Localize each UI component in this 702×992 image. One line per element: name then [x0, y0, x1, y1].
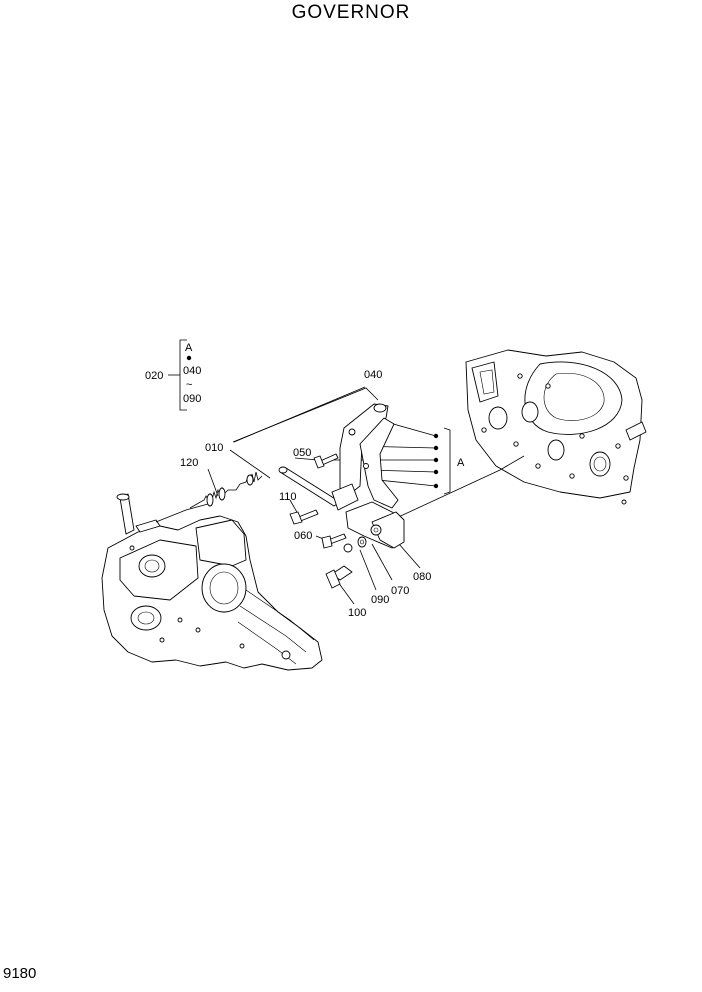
bracket-080 [345, 501, 405, 549]
bolt-110 [289, 509, 319, 525]
callout-110: 110 [279, 491, 297, 503]
bolt-060 [321, 533, 347, 549]
callout-070: 070 [391, 585, 409, 597]
engine-block [465, 349, 647, 505]
callout-120: 120 [180, 457, 198, 469]
page-number: 9180 [3, 965, 37, 982]
callout-060: 060 [294, 530, 312, 542]
legend-mid-label: 040 [183, 365, 201, 377]
leader-lines [155, 386, 525, 605]
callout-090: 090 [371, 594, 389, 606]
legend-bottom-label: 090 [183, 393, 201, 405]
legend-tilde: ~ [186, 379, 192, 391]
page-title: GOVERNOR [291, 2, 411, 23]
legend-ref-label: 020 [145, 370, 163, 382]
callout-010: 010 [205, 442, 223, 454]
group-a-dots [433, 433, 439, 489]
governor-lever-040 [331, 403, 399, 511]
callout-100: 100 [348, 607, 366, 619]
legend-top-label: A [185, 342, 193, 354]
callout-080: 080 [413, 571, 431, 583]
legend-dot-icon [186, 355, 192, 361]
spring-120 [189, 483, 241, 509]
callout-050: 050 [293, 447, 311, 459]
spring-010 [239, 471, 263, 486]
bolt-100 [325, 565, 353, 589]
callout-group-a: A [457, 457, 465, 469]
gear-case-housing [101, 493, 323, 671]
bolt-050 [313, 453, 339, 469]
legend-group: 020 A 040 ~ 090 [145, 339, 201, 411]
washer-070 [357, 536, 367, 548]
callout-040: 040 [364, 369, 382, 381]
washer-090 [343, 543, 353, 553]
